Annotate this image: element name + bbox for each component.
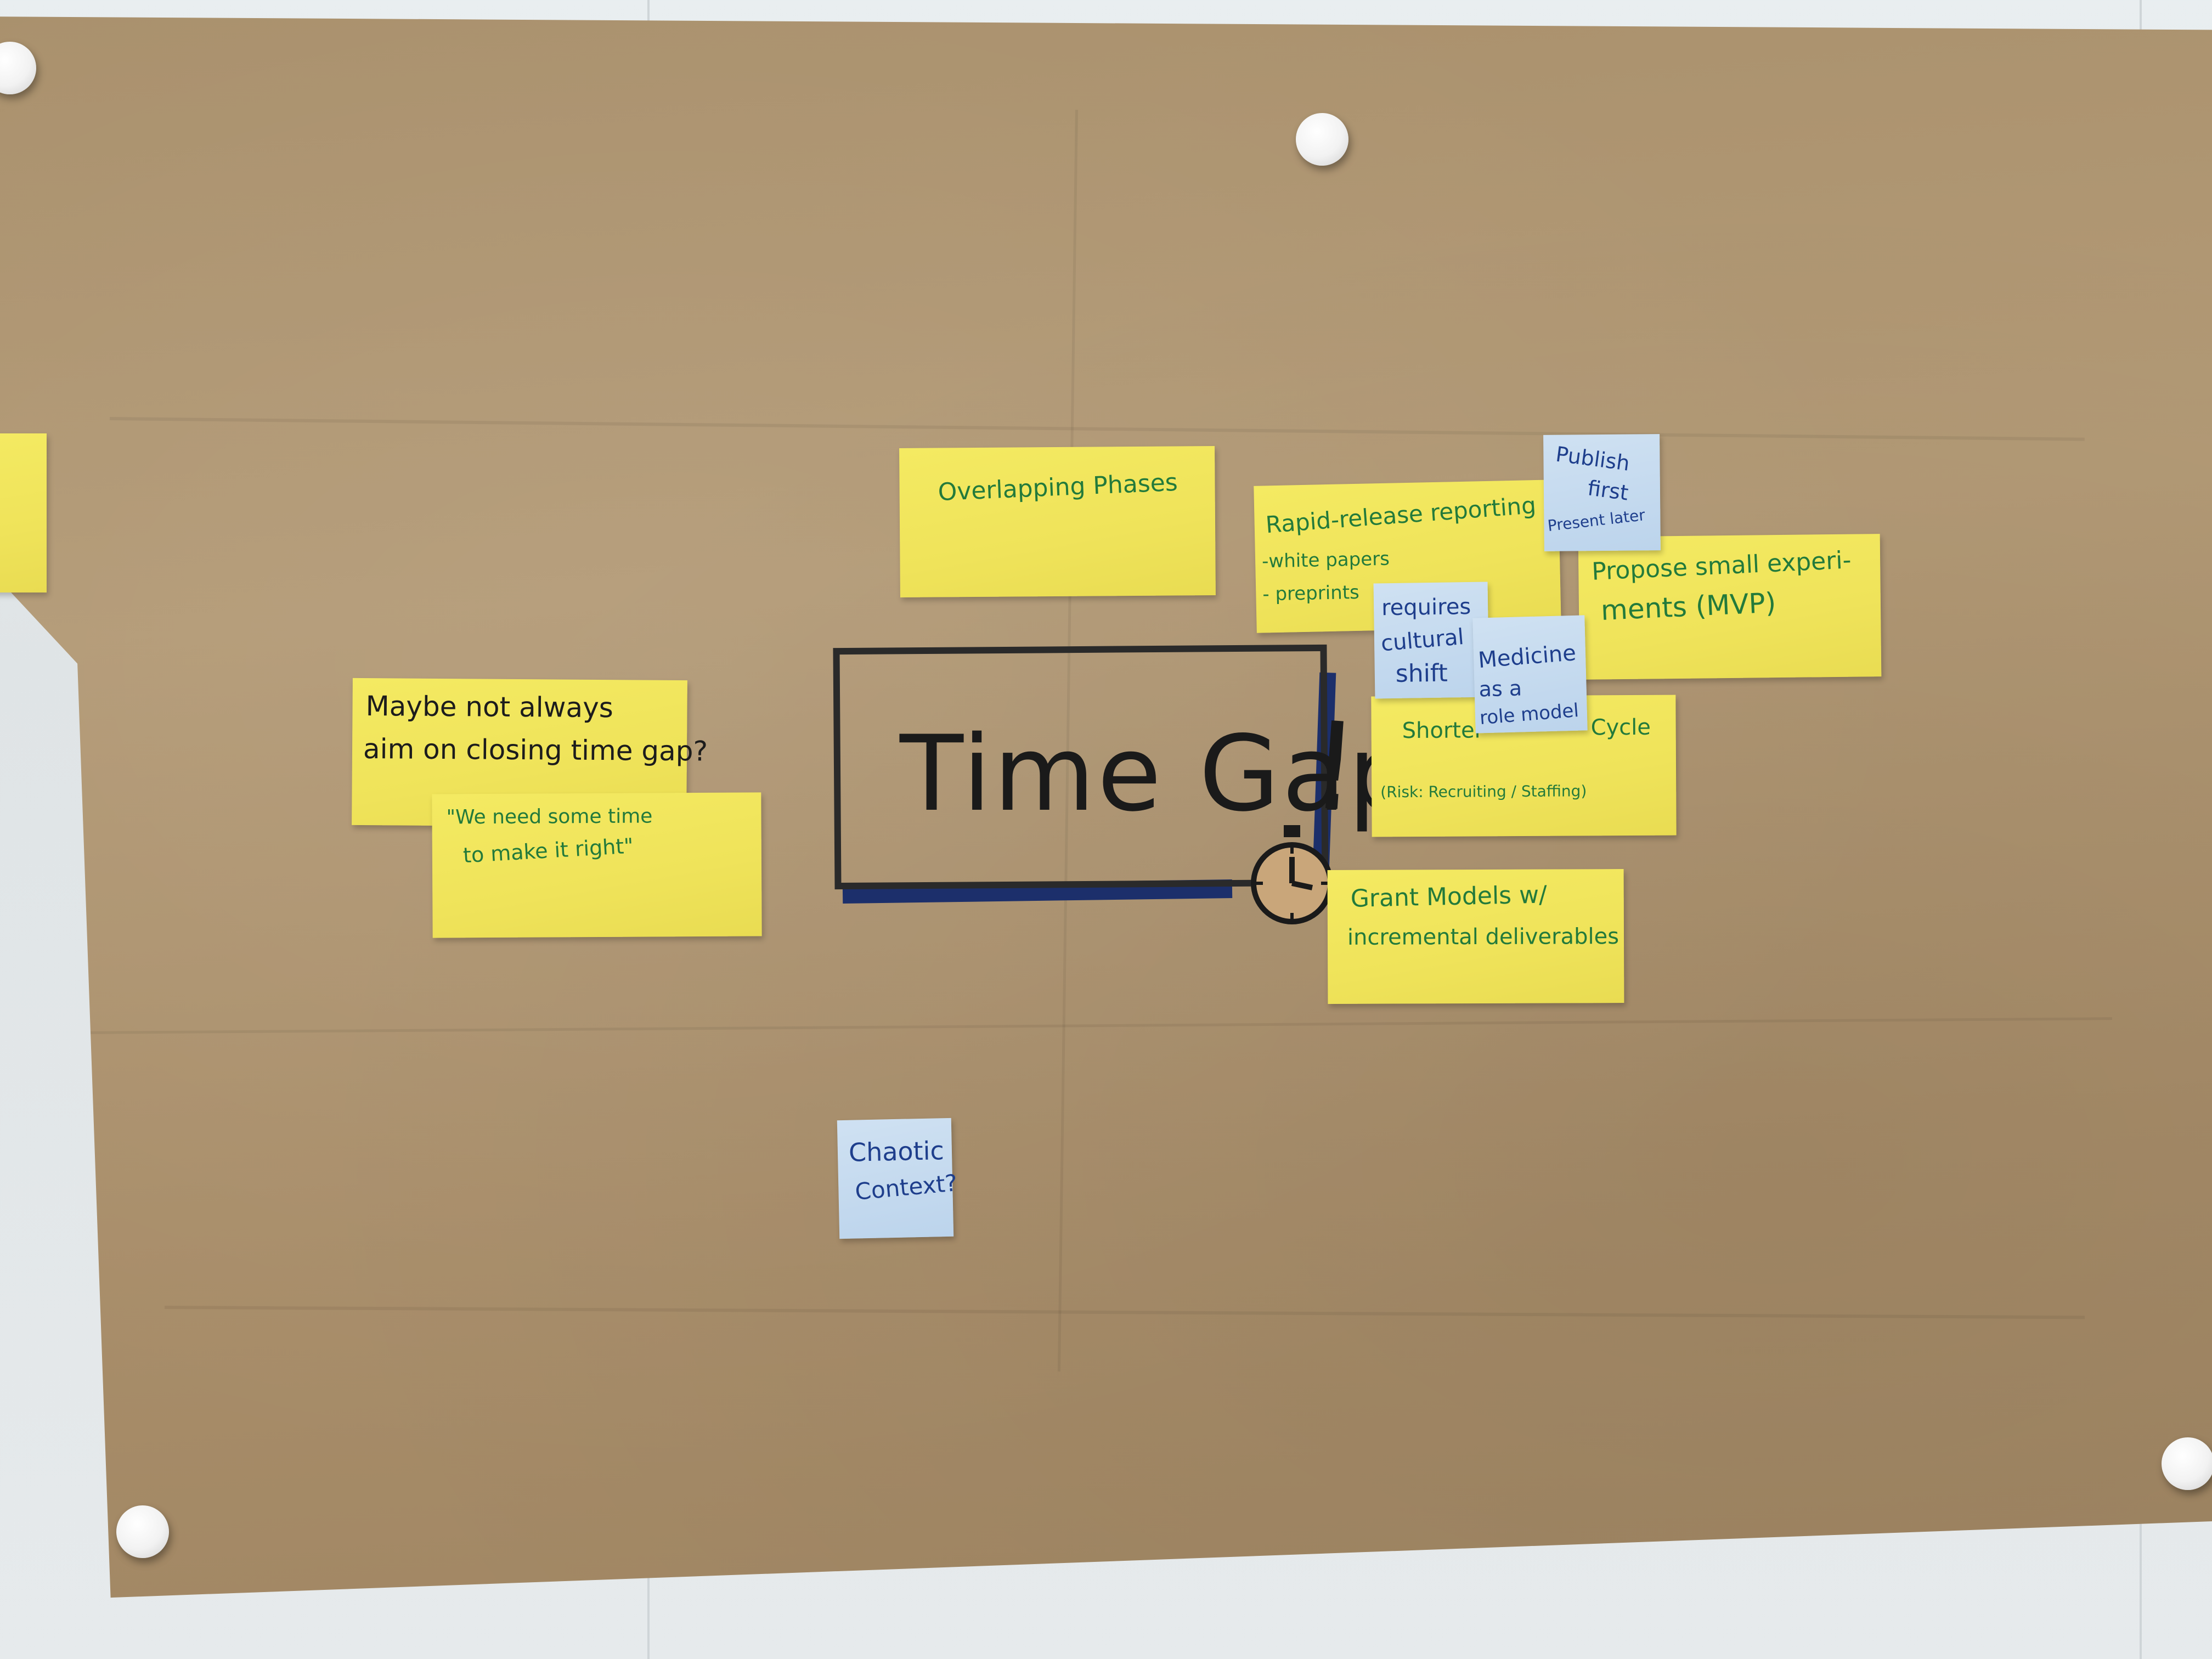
pin-top-center: [1296, 113, 1348, 166]
note-line: Grant Models w/: [1350, 881, 1548, 913]
note-line: Propose small experi-: [1591, 546, 1852, 586]
note-line: Context?: [854, 1169, 959, 1205]
sticky-note-overlapping-phases: Overlapping Phases: [899, 445, 1216, 598]
sticky-note-grant-models: Grant Models w/ incremental deliverables: [1327, 869, 1624, 1004]
note-line: requires: [1381, 594, 1471, 621]
sticky-note-chaotic-context: Chaotic Context?: [837, 1118, 958, 1239]
note-item: - preprints: [1262, 581, 1360, 606]
sticky-note-cultural-shift: requires cultural shift: [1373, 582, 1489, 699]
note-text: Shorter: [1402, 718, 1484, 744]
note-text: Overlapping Phases: [937, 468, 1178, 507]
sticky-note-medicine-role-model: Medicine as a role model: [1472, 615, 1588, 733]
sticky-note-propose-experiments: Propose small experi- ments (MVP): [1578, 534, 1882, 680]
note-line: to make it right": [462, 833, 634, 868]
note-line: "We need some time: [446, 805, 653, 829]
sticky-note-need-some-time: "We need some time to make it right": [432, 792, 762, 938]
paper-wrinkle: [109, 417, 2085, 441]
paper-wrinkle: [164, 1306, 2085, 1319]
pin-bottom-left: [116, 1505, 169, 1558]
board-title: Time Gap: [900, 713, 1417, 834]
stopwatch-icon: [1251, 825, 1333, 924]
note-line: first: [1586, 476, 1630, 505]
note-line: Chaotic: [848, 1136, 945, 1167]
sticky-note-publish-first: Publish first Present later: [1543, 434, 1661, 551]
note-line: incremental deliverables: [1347, 924, 1620, 950]
note-text: Cycle: [1590, 714, 1651, 741]
note-line: as a: [1479, 676, 1522, 702]
note-line: Present later: [1547, 506, 1646, 535]
sticky-note-partial-left: [0, 433, 47, 592]
note-line: Medicine: [1477, 640, 1577, 674]
pin-bottom-right: [2162, 1437, 2212, 1490]
note-line: aim on closing time gap?: [363, 733, 708, 768]
note-line: shift: [1395, 659, 1448, 688]
note-risk: (Risk: Recruiting / Staffing): [1380, 782, 1587, 802]
paper-wrinkle: [82, 1017, 2112, 1034]
note-title: Rapid-release reporting: [1265, 492, 1537, 539]
note-item: -white papers: [1261, 548, 1390, 573]
note-line: Publish: [1554, 442, 1632, 476]
title-exclamation: !: [1305, 695, 1364, 839]
note-line: role model: [1479, 699, 1580, 730]
note-line: cultural: [1380, 624, 1465, 657]
note-line: Maybe not always: [365, 690, 614, 724]
note-line: ments (MVP): [1600, 586, 1777, 627]
